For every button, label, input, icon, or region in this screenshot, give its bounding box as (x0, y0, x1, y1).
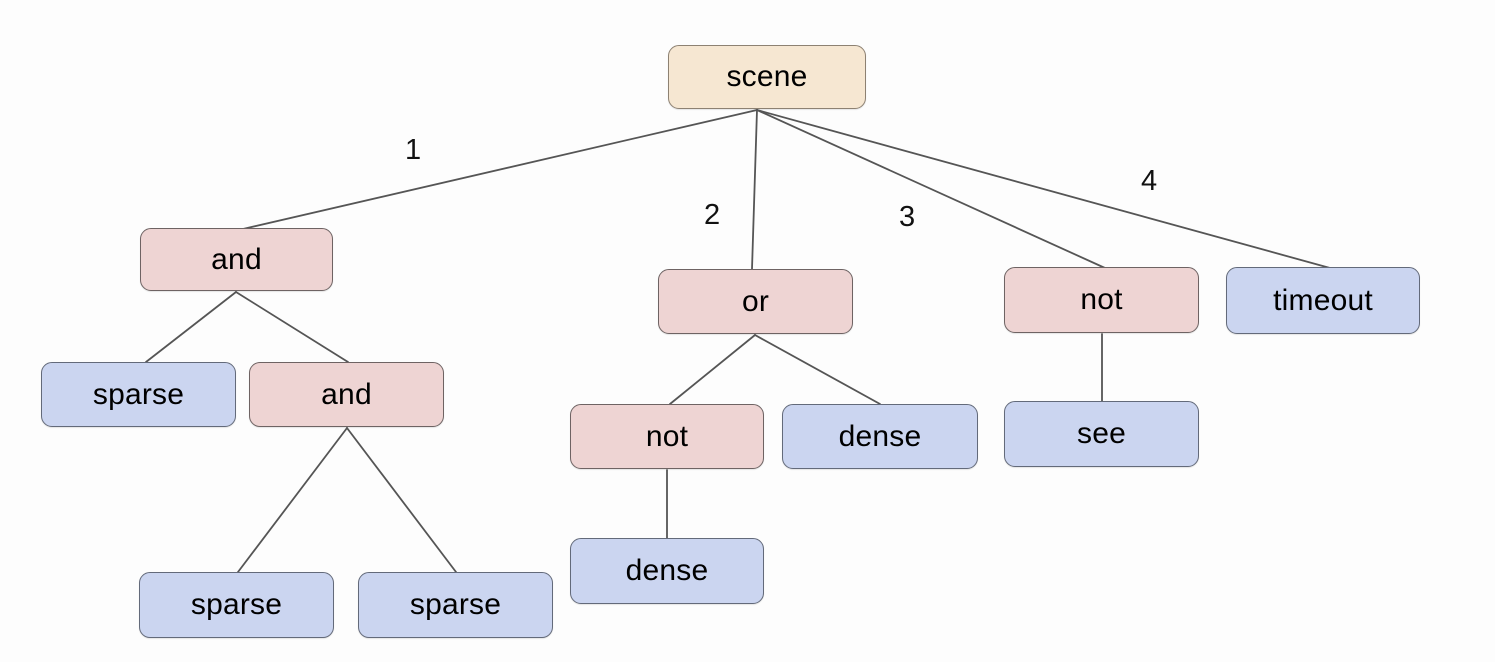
tree-node-label: scene (726, 60, 808, 93)
tree-node-label: see (1077, 417, 1126, 450)
tree-node-scene[interactable]: scene (668, 45, 866, 109)
tree-node-label: timeout (1273, 283, 1373, 317)
tree-edge-scene-to-not2 (756, 109, 1106, 269)
edge-label-4: 4 (1141, 165, 1158, 197)
tree-node-label: or (741, 284, 770, 318)
tree-edge-or1-to-dense1 (754, 334, 881, 405)
edge-label-2: 2 (704, 199, 721, 231)
tree-node-sparse2[interactable]: sparse (139, 572, 334, 638)
tree-node-label: sparse (190, 588, 283, 621)
tree-node-dense1[interactable]: dense (782, 404, 978, 469)
tree-node-sparse3[interactable]: sparse (358, 572, 553, 638)
tree-edge-and1-to-sparse1 (145, 291, 237, 363)
tree-node-not2[interactable]: not (1004, 267, 1199, 333)
tree-node-and2[interactable]: and (249, 362, 444, 427)
tree-edge-and2-to-sparse3 (346, 427, 457, 573)
edge-label-1: 1 (405, 134, 422, 166)
tree-node-timeout1[interactable]: timeout (1226, 267, 1420, 334)
tree-node-label: sparse (92, 377, 185, 411)
tree-node-label: not (645, 419, 689, 453)
tree-edge-or1-to-not1 (669, 334, 756, 405)
tree-node-or1[interactable]: or (658, 269, 853, 334)
tree-node-label: sparse (409, 588, 502, 621)
tree-edge-and1-to-and2 (235, 291, 349, 363)
tree-edge-scene-to-timeout1 (756, 109, 1331, 269)
tree-node-and1[interactable]: and (140, 228, 333, 291)
tree-node-label: dense (838, 419, 922, 453)
tree-node-dense2[interactable]: dense (570, 538, 764, 604)
tree-node-label: not (1080, 283, 1123, 316)
edge-label-3: 3 (899, 201, 916, 233)
tree-node-label: dense (625, 554, 709, 587)
tree-edge-scene-to-and1 (242, 109, 758, 230)
tree-edge-scene-to-or1 (751, 109, 758, 270)
tree-edge-and2-to-sparse2 (237, 427, 348, 573)
tree-node-label: and (211, 242, 262, 276)
tree-node-see1[interactable]: see (1004, 401, 1199, 467)
tree-node-not1[interactable]: not (570, 404, 764, 469)
tree-node-sparse1[interactable]: sparse (41, 362, 236, 427)
tree-node-label: and (321, 377, 372, 411)
